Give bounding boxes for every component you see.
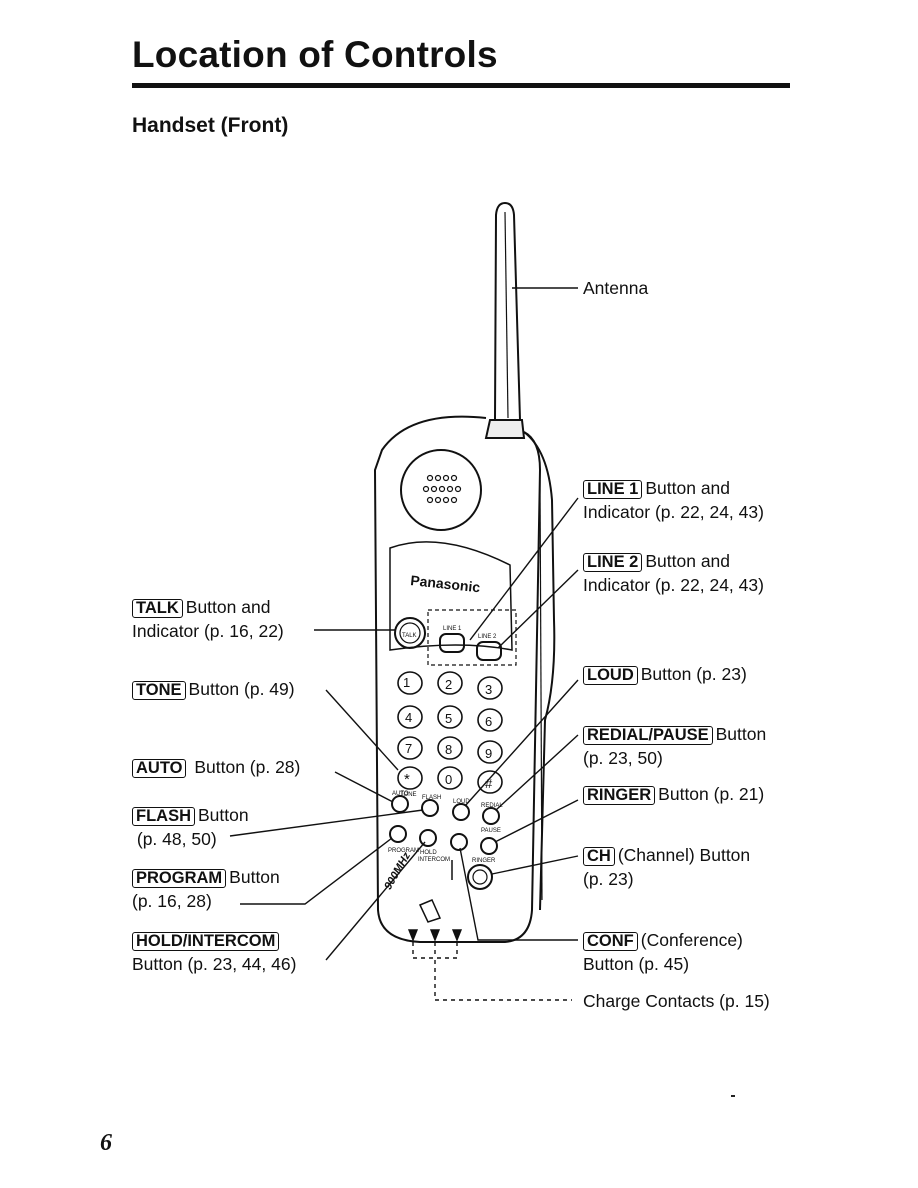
stray-mark [731,1095,735,1097]
page-number: 6 [100,1130,112,1156]
brand-text: Panasonic [410,572,482,595]
title-rule [132,83,790,88]
page-title: Location of Controls [132,34,498,75]
svg-text:LINE 1: LINE 1 [443,626,462,632]
conf-key: CONF [583,932,638,951]
redial-key: REDIAL/PAUSE [583,726,713,745]
svg-text:2: 2 [445,677,452,692]
svg-text:FLASH: FLASH [422,795,441,801]
flash-button [421,799,439,817]
leader-lines [229,287,579,961]
hold-key: HOLD/INTERCOM [132,932,280,951]
flash-key: FLASH [132,807,195,826]
hold-button [419,829,437,847]
svg-text:RINGER: RINGER [472,858,496,864]
svg-text:1: 1 [403,675,410,690]
tone-button [397,766,423,790]
charge-label: Charge Contacts (p. 15) [583,991,770,1011]
ringer-key: RINGER [583,786,656,805]
svg-text:0: 0 [445,772,452,787]
svg-text:LOUD: LOUD [453,799,470,805]
hold-label: HOLD/INTERCOM Button (p. 23, 44, 46) [132,932,297,974]
svg-text:PROGRAM: PROGRAM [388,848,419,854]
ringer-button [480,837,498,855]
conf-button [450,833,468,851]
svg-text:TONE: TONE [400,792,417,798]
talk-key: TALK [132,599,183,618]
svg-text:7: 7 [405,741,412,756]
svg-text:HOLD: HOLD [420,850,437,856]
antenna-shape [494,201,521,421]
svg-text:900MHz: 900MHz [382,850,413,892]
loud-button [452,803,470,821]
antenna-label: Antenna [583,278,649,298]
program-key: PROGRAM [132,869,227,888]
line2-button [476,641,502,661]
svg-text:*: * [404,771,410,788]
auto-key: AUTO [132,759,187,778]
auto-button [391,795,409,813]
earpiece [400,449,482,531]
line2-key: LINE 2 [583,553,643,572]
talk-button [394,617,426,649]
svg-text:LINE 2: LINE 2 [478,634,497,640]
ch-key: CH [583,847,615,866]
svg-text:INTERCOM: INTERCOM [418,857,450,863]
redial-button [482,807,500,825]
tone-key: TONE [132,681,186,700]
section-subtitle: Handset (Front) [132,114,289,137]
svg-text:4: 4 [405,710,412,725]
svg-text:8: 8 [445,742,452,757]
svg-text:9: 9 [485,746,492,761]
auto-label: AUTO Button (p. 28) [132,755,300,779]
line1-key: LINE 1 [583,480,643,499]
handset-body [373,415,542,943]
ch-label: CH(Channel) Button (p. 23) [583,845,751,889]
ch-button [467,864,493,890]
svg-text:AUTO: AUTO [392,791,409,797]
svg-text:#: # [485,776,493,791]
loud-key: LOUD [583,666,638,685]
svg-text:TALK: TALK [402,633,417,639]
line1-button [439,633,465,653]
svg-text:REDIAL: REDIAL [481,803,503,809]
svg-text:5: 5 [445,711,452,726]
conf-label: CONF(Conference) Button (p. 45) [583,930,743,974]
program-button [389,825,407,843]
svg-text:6: 6 [485,714,492,729]
svg-text:PAUSE: PAUSE [481,828,501,834]
svg-text:3: 3 [485,682,492,697]
